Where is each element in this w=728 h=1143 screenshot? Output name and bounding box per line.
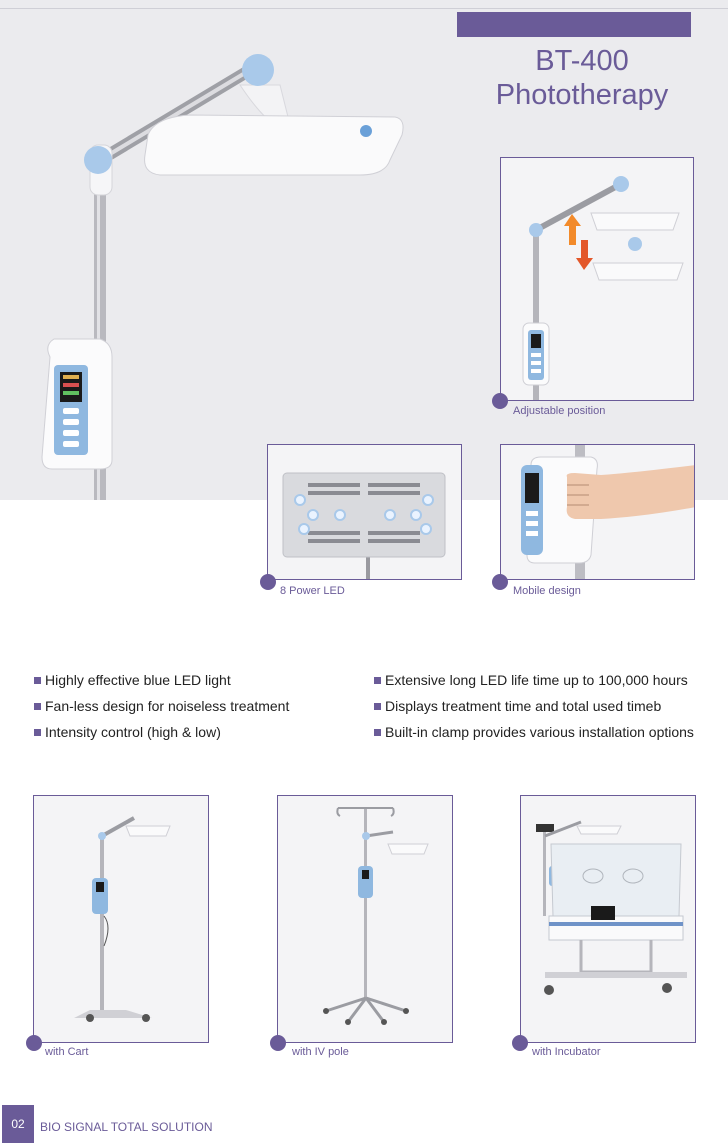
bullet-square-icon xyxy=(374,728,381,736)
bullet-square-icon xyxy=(34,676,41,684)
incubator-illustration xyxy=(536,820,687,995)
product-type: Phototherapy xyxy=(495,79,669,111)
title-accent-bar xyxy=(457,12,691,37)
iv-pole-caption: with IV pole xyxy=(292,1046,349,1058)
power-led-caption: 8 Power LED xyxy=(280,585,345,597)
bullet-square-icon xyxy=(374,702,381,710)
mobile-design-image xyxy=(500,444,695,580)
incubator-caption: with Incubator xyxy=(532,1046,601,1058)
page-number: 02 xyxy=(2,1105,34,1143)
adjustable-position-illustration xyxy=(522,176,684,400)
adjustable-position-image xyxy=(500,157,694,401)
features-right-list: Extensive long LED life time up to 100,0… xyxy=(373,667,694,745)
bullet-square-icon xyxy=(374,676,381,684)
hero-device-image xyxy=(41,54,404,500)
handle-grip-illustration xyxy=(521,445,694,579)
feature-item: Displays treatment time and total used t… xyxy=(373,693,694,719)
caption-marker xyxy=(26,1035,42,1051)
feature-item: Fan-less design for noiseless treatment xyxy=(33,693,289,719)
iv-pole-configuration-image xyxy=(277,795,453,1043)
iv-pole-illustration xyxy=(323,807,429,1025)
cart-configuration-image xyxy=(33,795,209,1043)
caption-marker xyxy=(492,574,508,590)
cart-caption: with Cart xyxy=(45,1046,89,1058)
led-panel-illustration xyxy=(282,472,446,579)
incubator-configuration-image xyxy=(520,795,696,1043)
mobile-design-caption: Mobile design xyxy=(513,585,581,597)
caption-marker xyxy=(492,393,508,409)
feature-item: Highly effective blue LED light xyxy=(33,667,289,693)
feature-item: Built-in clamp provides various installa… xyxy=(373,719,694,745)
feature-item: Intensity control (high & low) xyxy=(33,719,289,745)
footer-tagline: BIO SIGNAL TOTAL SOLUTION xyxy=(40,1120,213,1134)
caption-marker xyxy=(512,1035,528,1051)
features-left-list: Highly effective blue LED light Fan-less… xyxy=(33,667,289,745)
caption-marker xyxy=(270,1035,286,1051)
caption-marker xyxy=(260,574,276,590)
power-led-image xyxy=(267,444,462,580)
adjustable-position-caption: Adjustable position xyxy=(513,405,606,417)
product-title: BT-400 Phototherapy xyxy=(460,44,704,112)
feature-item: Extensive long LED life time up to 100,0… xyxy=(373,667,694,693)
top-divider xyxy=(0,8,728,9)
bullet-square-icon xyxy=(34,702,41,710)
bullet-square-icon xyxy=(34,728,41,736)
cart-illustration xyxy=(74,816,171,1022)
product-model: BT-400 xyxy=(535,45,629,77)
